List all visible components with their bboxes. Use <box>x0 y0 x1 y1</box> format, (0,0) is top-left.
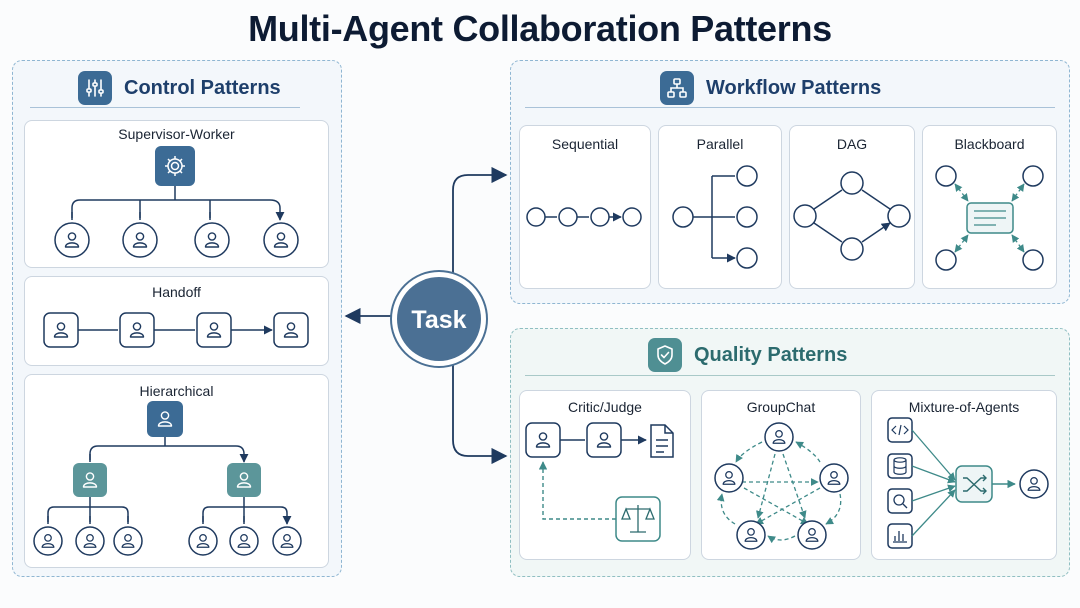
diagram-mixture-of-agents <box>887 417 1048 549</box>
search-agent-node <box>887 488 913 514</box>
diagram-handoff <box>44 313 308 347</box>
task-connectors <box>344 166 508 465</box>
card-title: Supervisor-Worker <box>118 126 235 142</box>
diagram-dag <box>793 171 911 261</box>
card-title: DAG <box>836 136 868 152</box>
diagram-critic-judge <box>526 423 674 542</box>
chat-agent <box>798 521 826 549</box>
worker-agent <box>264 223 298 257</box>
worker-agent <box>55 223 89 257</box>
page-title: Multi-Agent Collaboration Patterns <box>248 8 832 49</box>
document-icon <box>650 424 674 458</box>
chat-agent <box>737 521 765 549</box>
leaf-agent <box>230 527 258 555</box>
card-title: Parallel <box>696 136 744 152</box>
diagram-supervisor-worker <box>55 146 298 257</box>
card-critic-judge: Critic/Judge <box>519 390 691 560</box>
diagram-sequential <box>526 207 642 227</box>
workflow-patterns-title: Workflow Patterns <box>706 76 882 99</box>
refiner-agent <box>587 423 621 457</box>
handoff-agent <box>197 313 231 347</box>
code-icon <box>891 424 909 436</box>
card-title: Sequential <box>551 136 619 152</box>
card-title: Blackboard <box>954 136 1025 152</box>
sliders-icon <box>78 71 112 105</box>
card-title: Critic/Judge <box>568 399 642 415</box>
database-icon <box>893 457 907 475</box>
leaf-agent <box>273 527 301 555</box>
worker-agent <box>195 223 229 257</box>
bar-chart-icon <box>893 531 907 543</box>
card-title: Mixture-of-Agents <box>908 399 1020 415</box>
sitemap-icon <box>660 71 694 105</box>
workflow-divider <box>525 107 1055 108</box>
generator-agent <box>526 423 560 457</box>
chat-agent <box>765 423 793 451</box>
diagram-blackboard <box>935 165 1044 271</box>
quality-patterns-title: Quality Patterns <box>694 343 848 366</box>
diagram-parallel <box>672 165 758 269</box>
leaf-agent <box>76 527 104 555</box>
leaf-agent <box>189 527 217 555</box>
card-title: Handoff <box>152 284 201 300</box>
chat-agent <box>715 464 743 492</box>
final-agent <box>1020 470 1048 498</box>
gear-icon <box>165 156 185 176</box>
quality-divider <box>525 375 1055 376</box>
shield-check-icon <box>648 338 682 372</box>
control-divider <box>30 107 300 108</box>
leaf-agent <box>34 527 62 555</box>
task-node: Task <box>390 270 488 368</box>
shuffle-icon <box>963 474 987 495</box>
workflow-patterns-header: Workflow Patterns <box>660 71 881 105</box>
task-label: Task <box>411 306 466 334</box>
supervisor-node <box>155 146 195 186</box>
diagram-hierarchical <box>34 401 301 555</box>
card-parallel: Parallel <box>658 125 782 289</box>
chat-agent <box>820 464 848 492</box>
chart-agent-node <box>887 523 913 549</box>
control-patterns-title: Control Patterns <box>124 76 281 99</box>
quality-patterns-header: Quality Patterns <box>648 338 847 372</box>
scale-icon <box>621 505 655 533</box>
leaf-agent <box>114 527 142 555</box>
card-sequential: Sequential <box>519 125 651 289</box>
diagram-groupchat <box>715 423 848 549</box>
control-patterns-header: Control Patterns <box>78 71 281 105</box>
search-icon <box>893 494 908 509</box>
handoff-agent <box>274 313 308 347</box>
card-title: GroupChat <box>746 399 816 415</box>
worker-agent <box>123 223 157 257</box>
handoff-agent <box>44 313 78 347</box>
handoff-agent <box>120 313 154 347</box>
card-title: Hierarchical <box>139 383 214 399</box>
